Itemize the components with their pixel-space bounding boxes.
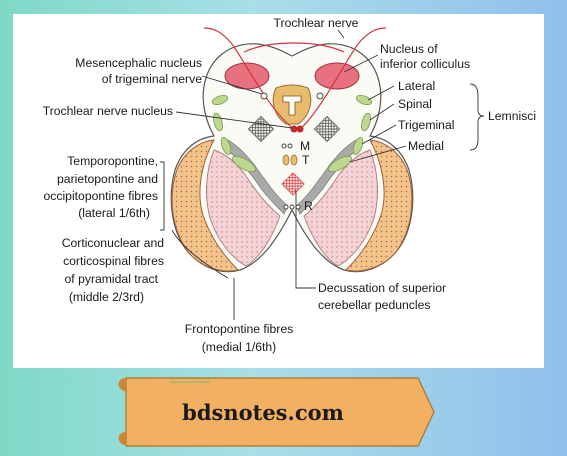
left-lateral-lemniscus bbox=[211, 94, 229, 106]
label-t: T bbox=[302, 153, 310, 167]
banner-site-name: bdsnotes.com bbox=[182, 400, 344, 425]
r-nucleus-dot bbox=[283, 204, 289, 210]
label-fronto-2: (medial 1/6th) bbox=[201, 340, 277, 354]
label-nucleus-inf-coll-1: Nucleus of bbox=[380, 42, 438, 56]
m-nucleus-dot bbox=[281, 143, 287, 149]
trochlear-nerve-left bbox=[203, 27, 295, 130]
cerebral-aqueduct bbox=[282, 95, 302, 116]
right-trigeminal-lemniscus bbox=[352, 137, 364, 155]
left-medial-lemniscus bbox=[232, 155, 256, 173]
leader-temporo bbox=[160, 161, 165, 231]
decussation-sup-cerebellar-peduncles bbox=[281, 172, 305, 196]
label-trochlear-nerve: Trochlear nerve bbox=[273, 16, 359, 30]
label-trigeminal: Trigeminal bbox=[398, 118, 455, 132]
label-mesencephalic-2: of trigeminal nerve bbox=[101, 72, 202, 86]
r-nucleus-dot bbox=[295, 204, 301, 210]
label-temporo-1: Temporopontine, bbox=[67, 154, 158, 168]
label-trochlear-nucleus: Trochlear nerve nucleus bbox=[42, 104, 173, 118]
label-medial: Medial bbox=[408, 139, 444, 153]
t-nucleus bbox=[290, 154, 298, 166]
leader-nucleus-inf-coll bbox=[343, 54, 379, 73]
label-nucleus-inf-coll-2: inferior colliculus bbox=[380, 57, 471, 71]
leader-lateral bbox=[367, 85, 395, 101]
label-spinal: Spinal bbox=[398, 97, 432, 111]
right-reticular-formation bbox=[313, 115, 341, 143]
label-cortico-3: of pyramidal tract bbox=[64, 272, 158, 286]
lemnisci-bracket bbox=[469, 83, 485, 151]
trochlear-nerve-right bbox=[299, 27, 387, 130]
label-temporo-2: parietopontine and bbox=[57, 172, 158, 186]
label-temporo-3: occipitopontine fibres bbox=[43, 189, 159, 203]
right-spinal-lemniscus bbox=[361, 112, 371, 132]
label-temporo-4: (lateral 1/6th) bbox=[78, 206, 150, 220]
banner-arrow bbox=[118, 377, 435, 447]
label-decussation-1: Decussation of superior bbox=[318, 281, 447, 295]
leader-trochlear-nucleus bbox=[175, 111, 293, 129]
leader-medial bbox=[349, 145, 407, 163]
leader-trigeminal bbox=[361, 124, 397, 145]
trochlear-nerve-crossing bbox=[243, 42, 345, 53]
r-nucleus-dot bbox=[289, 204, 295, 210]
leader-spinal bbox=[369, 103, 395, 121]
leader-cortico bbox=[171, 229, 229, 279]
leader-trochlear-nerve bbox=[337, 29, 345, 39]
label-lateral: Lateral bbox=[398, 79, 436, 93]
left-inferior-colliculus bbox=[224, 62, 270, 90]
label-m: M bbox=[300, 139, 311, 153]
label-fronto-1: Frontopontine fibres bbox=[184, 322, 294, 336]
label-r: R bbox=[304, 199, 313, 213]
label-cortico-4: (middle 2/3rd) bbox=[68, 290, 144, 304]
label-cortico-1: Corticonuclear and bbox=[61, 236, 164, 250]
label-cortico-2: corticospinal fibres bbox=[63, 254, 164, 268]
leader-mesencephalic bbox=[201, 75, 263, 95]
m-nucleus-dot bbox=[287, 143, 293, 149]
leader-decussation bbox=[295, 190, 316, 289]
right-medial-lemniscus bbox=[328, 155, 352, 173]
label-lemnisci: Lemnisci bbox=[488, 109, 537, 123]
label-decussation-2: cerebellar peduncles bbox=[318, 298, 431, 312]
t-nucleus bbox=[282, 154, 290, 166]
right-lateral-lemniscus bbox=[355, 94, 373, 106]
label-mesencephalic-1: Mesencephalic nucleus bbox=[75, 56, 202, 70]
mesencephalic-nucleus-left bbox=[260, 92, 268, 100]
right-inferior-colliculus bbox=[314, 62, 360, 90]
left-trigeminal-lemniscus bbox=[220, 137, 232, 155]
mesencephalic-nucleus-right bbox=[316, 92, 324, 100]
